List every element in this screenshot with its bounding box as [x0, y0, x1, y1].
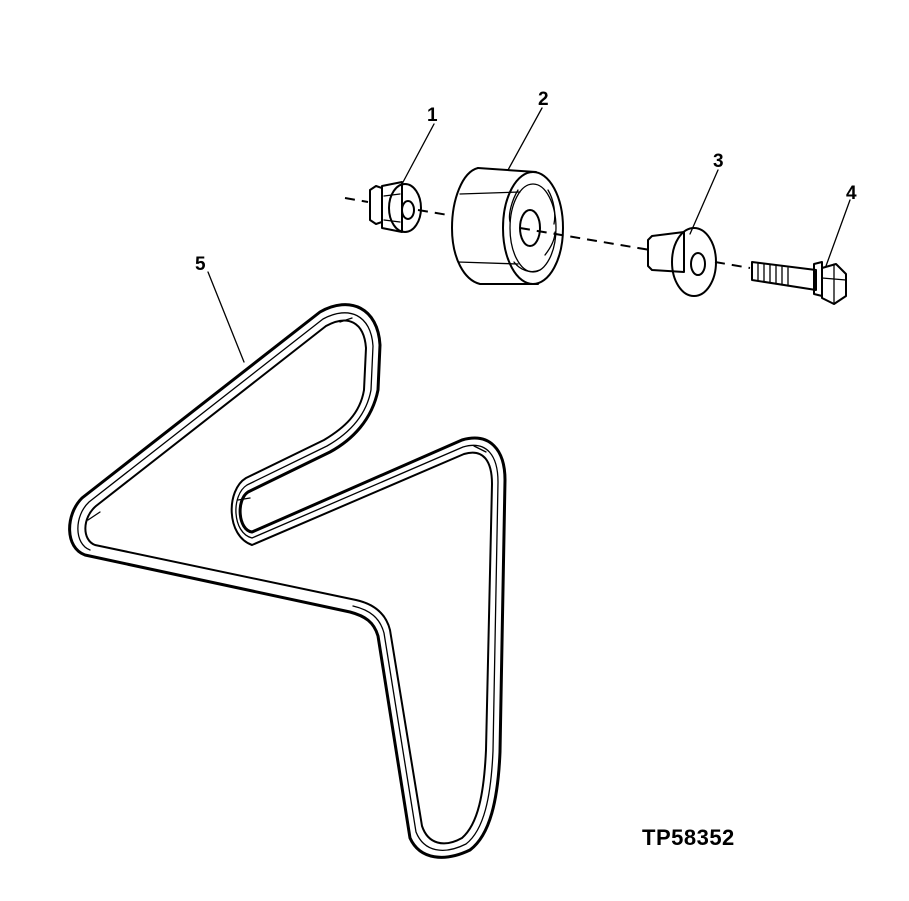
assembly-centerline	[344, 197, 751, 269]
leader-line-2	[507, 107, 543, 171]
callout-3: 3	[713, 151, 724, 172]
leader-line-5	[207, 271, 245, 363]
part-3-flanged-sleeve	[647, 227, 717, 297]
figure-id: TP58352	[642, 825, 735, 850]
leader-line-3	[689, 169, 719, 235]
leader-line-4	[825, 199, 851, 267]
leader-line-1	[401, 123, 435, 185]
part-2-idler-pulley	[451, 167, 564, 285]
callout-2: 2	[538, 89, 549, 110]
callout-5: 5	[195, 254, 206, 275]
part-5-serpentine-belt	[68, 303, 507, 859]
callout-1: 1	[427, 105, 438, 126]
leader-lines	[207, 107, 851, 363]
callout-4: 4	[846, 183, 857, 204]
part-4-bolt	[751, 261, 847, 305]
part-1-spacer	[369, 181, 422, 233]
